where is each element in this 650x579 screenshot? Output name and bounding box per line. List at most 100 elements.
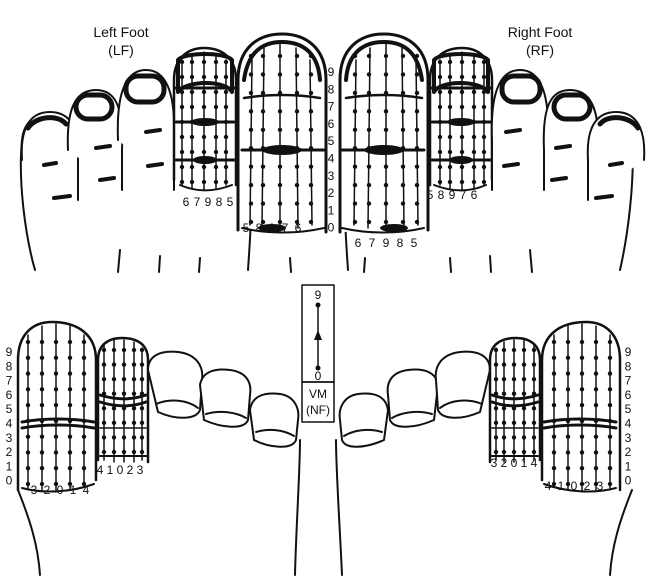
meridian-point [383, 146, 389, 151]
meridian-point [201, 179, 207, 185]
meridian-point [579, 339, 585, 345]
meridian-point [53, 371, 59, 376]
scale-number: 9 [328, 65, 335, 79]
left-foot-abbr: (LF) [108, 42, 134, 58]
meridian-point [366, 127, 372, 132]
meridian-point [213, 104, 219, 110]
meridian-point [414, 72, 420, 77]
meridian-point [400, 146, 406, 151]
meridian-point [260, 164, 266, 169]
meridian-point [493, 406, 499, 411]
right-big-toe [338, 32, 430, 234]
meridian-point [414, 90, 420, 96]
meridian-point [414, 182, 420, 188]
meridian-number: 5 [427, 188, 434, 202]
left-lesser-toes [20, 69, 176, 201]
meridian-point [511, 435, 517, 440]
meridian-point [39, 450, 45, 455]
meridian-point [481, 149, 487, 155]
meridian-point [248, 201, 254, 206]
meridian-point [481, 179, 487, 185]
meridian-point [121, 449, 127, 455]
meridian-point [179, 179, 185, 185]
meridian-point [471, 104, 477, 110]
meridian-point [294, 53, 300, 59]
meridian-point [565, 402, 571, 408]
meridian-point [593, 450, 599, 455]
scale-number: 3 [328, 169, 335, 183]
meridian-point [511, 420, 517, 426]
meridian-point [551, 481, 557, 487]
right-lesser-toes [490, 69, 646, 201]
meridian-point [39, 418, 45, 424]
meridian-point [131, 391, 137, 396]
meridian-point [366, 146, 372, 151]
meridian-point [607, 434, 613, 439]
meridian-point [383, 72, 389, 77]
meridian-point [213, 149, 219, 155]
meridian-point [437, 89, 443, 95]
meridian-point [260, 201, 266, 206]
meridian-point [67, 481, 73, 487]
meridian-point [139, 449, 145, 455]
meridian-point [551, 418, 557, 424]
meridian-point [551, 387, 557, 392]
meridian-point [39, 355, 45, 360]
scale-number: 2 [328, 186, 335, 200]
meridian-number: 8 [397, 236, 404, 250]
meridian-point [459, 74, 465, 80]
scale-number: 4 [328, 152, 335, 166]
meridian-point [521, 449, 527, 455]
meridian-number: 6 [471, 188, 478, 202]
meridian-point [53, 450, 59, 455]
meridian-point [531, 376, 537, 382]
meridian-number: 0 [57, 483, 64, 497]
meridian-point [579, 371, 585, 376]
meridian-point [223, 104, 229, 110]
meridian-point [39, 434, 45, 439]
meridian-point [579, 402, 585, 408]
meridian-point [579, 418, 585, 424]
meridian-point [260, 109, 266, 114]
scale-number: 8 [328, 82, 335, 96]
meridian-point [139, 391, 145, 396]
meridian-point [179, 164, 185, 170]
meridian-point [481, 134, 487, 140]
meridian-point [447, 179, 453, 185]
meridian-point [366, 219, 372, 225]
meridian-point [248, 182, 254, 188]
meridian-point [447, 164, 453, 170]
meridian-point [437, 149, 443, 155]
meridian-point [277, 146, 283, 151]
meridian-number: 3 [491, 456, 498, 470]
meridian-point [201, 164, 207, 170]
meridian-point [131, 420, 137, 426]
meridian-point [607, 481, 613, 487]
scale-number: 4 [6, 417, 13, 431]
meridian-point [607, 418, 613, 424]
meridian-number: 6 [295, 221, 302, 235]
meridian-point [400, 127, 406, 132]
scale-number: 1 [625, 459, 632, 473]
meridian-point [131, 347, 137, 353]
scale-number: 9 [625, 345, 632, 359]
meridian-point [139, 420, 145, 426]
meridian-point [223, 179, 229, 185]
meridian-point [400, 182, 406, 188]
meridian-point [294, 72, 300, 77]
meridian-point [400, 109, 406, 114]
meridian-point [579, 387, 585, 392]
meridian-point [213, 119, 219, 125]
meridian-point [260, 182, 266, 188]
meridian-point [53, 466, 59, 471]
meridian-point [471, 134, 477, 140]
meridian-point [111, 420, 117, 426]
meridian-point [223, 89, 229, 95]
meridian-point [521, 406, 527, 411]
meridian-point [447, 104, 453, 110]
meridian-number: 9 [449, 188, 456, 202]
meridian-point [81, 450, 87, 455]
